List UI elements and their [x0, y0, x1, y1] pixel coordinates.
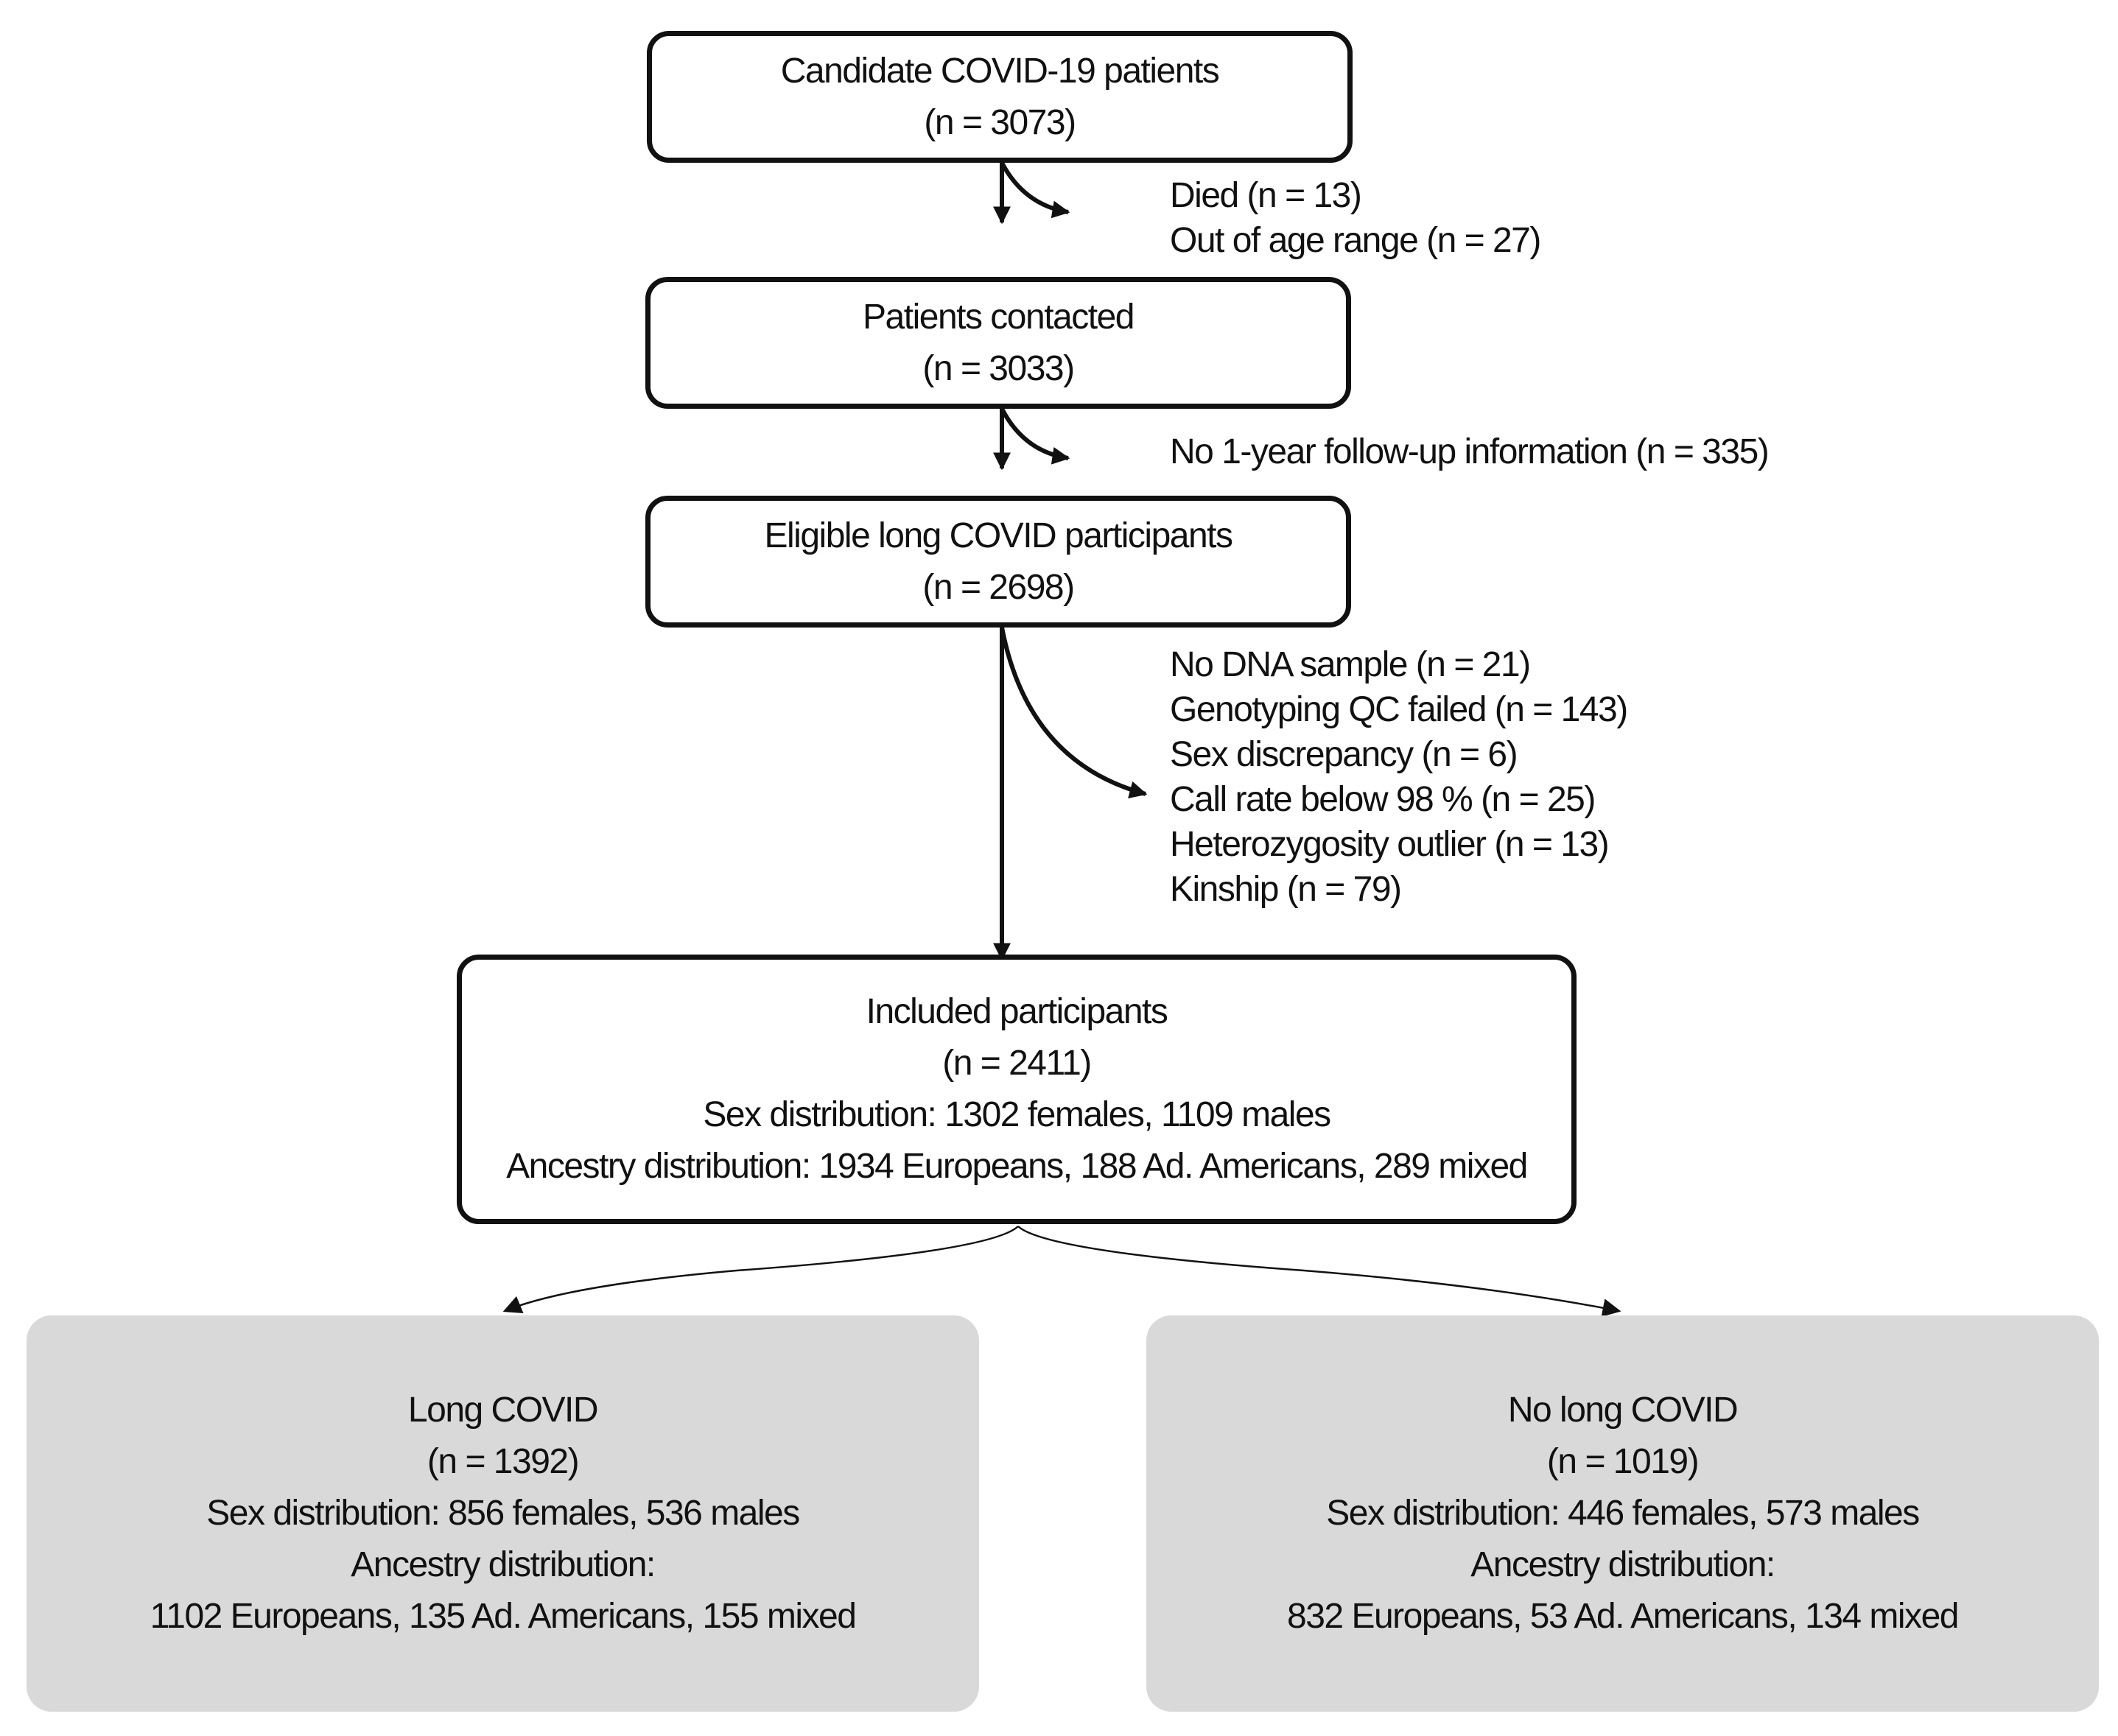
box-title: Patients contacted: [863, 297, 1135, 337]
ancestry-distribution: Ancestry distribution: 1934 Europeans, 1…: [506, 1147, 1528, 1186]
split-arrow-no-long-covid: [1017, 1226, 1621, 1317]
exclusion-item: Call rate below 98 % (n = 25): [1170, 780, 1596, 819]
box-candidate-patients: Candidate COVID-19 patients (n = 3073): [647, 31, 1353, 163]
sex-distribution: Sex distribution: 446 females, 573 males: [1326, 1494, 1920, 1533]
box-count: (n = 2411): [942, 1044, 1092, 1083]
ancestry-distribution: 1102 Europeans, 135 Ad. Americans, 155 m…: [150, 1597, 857, 1636]
box-count: (n = 3073): [924, 102, 1076, 142]
exclusion-arrow-step3: [1000, 627, 1148, 798]
box-title: No long COVID: [1507, 1391, 1739, 1430]
box-title: Long COVID: [407, 1391, 599, 1430]
box-count: (n = 1392): [427, 1442, 580, 1481]
exclusion-item: No 1-year follow-up information (n = 335…: [1170, 432, 1770, 471]
split-arrow-long-covid: [502, 1226, 1019, 1314]
box-included-participants: Included participants (n = 2411) Sex dis…: [457, 955, 1577, 1224]
box-count: (n = 3033): [922, 348, 1075, 388]
exclusion-list-step1: Died (n = 13) Out of age range (n = 27): [1170, 173, 1541, 263]
ancestry-label: Ancestry distribution:: [1470, 1545, 1775, 1584]
exclusion-item: No DNA sample (n = 21): [1170, 645, 1531, 684]
box-count: (n = 2698): [922, 567, 1075, 607]
ancestry-label: Ancestry distribution:: [351, 1545, 656, 1584]
box-title: Candidate COVID-19 patients: [780, 51, 1220, 91]
exclusion-arrow-step1: [1000, 161, 1070, 219]
exclusion-list-step2: No 1-year follow-up information (n = 335…: [1170, 429, 1770, 474]
ancestry-distribution: 832 Europeans, 53 Ad. Americans, 134 mix…: [1287, 1597, 1959, 1636]
box-title: Included participants: [866, 992, 1168, 1031]
box-title: Eligible long COVID participants: [764, 516, 1234, 555]
exclusion-list-step3: No DNA sample (n = 21) Genotyping QC fai…: [1170, 642, 1628, 912]
box-count: (n = 1019): [1546, 1442, 1700, 1481]
exclusion-arrow-step2: [1000, 407, 1070, 465]
box-patients-contacted: Patients contacted (n = 3033): [645, 277, 1351, 409]
exclusion-item: Sex discrepancy (n = 6): [1170, 735, 1518, 774]
sex-distribution: Sex distribution: 856 females, 536 males: [206, 1494, 800, 1533]
exclusion-item: Out of age range (n = 27): [1170, 221, 1541, 260]
exclusion-item: Kinship (n = 79): [1170, 870, 1402, 909]
exclusion-item: Died (n = 13): [1170, 176, 1362, 215]
box-long-covid: Long COVID (n = 1392) Sex distribution: …: [27, 1315, 979, 1712]
exclusion-item: Heterozygosity outlier (n = 13): [1170, 825, 1610, 864]
box-eligible-participants: Eligible long COVID participants (n = 26…: [645, 496, 1351, 628]
sex-distribution: Sex distribution: 1302 females, 1109 mal…: [703, 1095, 1331, 1134]
box-no-long-covid: No long COVID (n = 1019) Sex distributio…: [1146, 1315, 2099, 1712]
exclusion-item: Genotyping QC failed (n = 143): [1170, 690, 1628, 729]
